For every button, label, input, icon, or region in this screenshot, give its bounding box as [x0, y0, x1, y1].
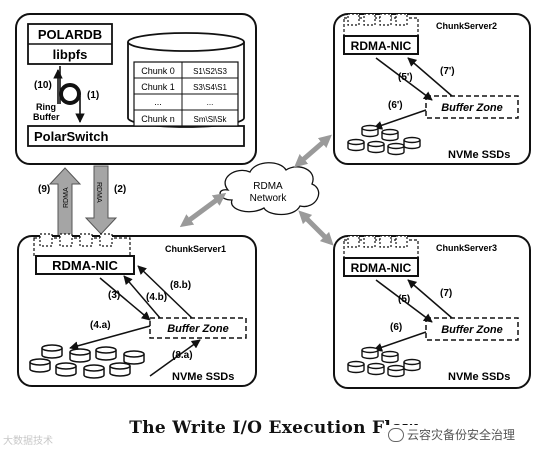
link-cs1-network — [179, 192, 227, 228]
network-label-2: Network — [250, 193, 288, 204]
figure-caption: The Write I/O Execution Flow — [129, 418, 418, 438]
chunkserver2 — [333, 13, 531, 165]
polardb-label: POLARDB — [38, 27, 102, 42]
step-1-label: (1) — [87, 90, 99, 101]
chunkserver1 — [17, 233, 257, 387]
chunk-row-2-name: ... — [154, 97, 162, 107]
step-10-label: (10) — [34, 80, 52, 91]
link-network-cs3 — [298, 210, 334, 246]
chunk-row-1-name: Chunk 1 — [141, 82, 175, 92]
cs1-step-4a: (4.a) — [90, 320, 111, 331]
network-label-1: RDMA — [253, 181, 283, 192]
chunk-row-0-servers: S1\S2\S3 — [193, 67, 227, 76]
ring-label: Ring — [36, 102, 56, 112]
chunk-row-3-name: Chunk n — [141, 114, 175, 124]
chunk-row-1-servers: S3\S4\S1 — [193, 83, 227, 92]
cs1-ssd: NVMe SSDs — [172, 371, 234, 383]
cs2-step-7: (7') — [440, 66, 455, 77]
cs1-name: ChunkServer1 — [165, 244, 226, 254]
cs2-ssd: NVMe SSDs — [448, 149, 510, 161]
cs3-buffer: Buffer Zone — [441, 324, 503, 336]
watermark-left: 大数据技术 — [3, 436, 53, 447]
cs1-buffer: Buffer Zone — [167, 323, 229, 335]
polarswitch-label: PolarSwitch — [34, 129, 108, 144]
step-2-label: (2) — [114, 184, 126, 195]
cs3-step-7: (7) — [440, 288, 452, 299]
link-network-cs2 — [294, 134, 332, 168]
buffer-label: Buffer — [33, 112, 60, 122]
chunk-row-3-servers: Sm\Sl\Sk — [194, 115, 228, 124]
cs2-buffer: Buffer Zone — [441, 102, 503, 114]
cs3-nic: RDMA-NIC — [351, 261, 412, 275]
cs1-step-8b: (8.b) — [170, 280, 191, 291]
rdma-down-text: RDMA — [95, 182, 102, 203]
libpfs-label: libpfs — [53, 47, 88, 62]
cs3-step-5: (5) — [398, 294, 410, 305]
cs2-name: ChunkServer2 — [436, 21, 497, 31]
rdma-up-text: RDMA — [63, 187, 70, 208]
chunk-row-0-name: Chunk 0 — [141, 66, 175, 76]
cs1-nic: RDMA-NIC — [52, 258, 118, 273]
wechat-icon — [388, 427, 404, 442]
cs1-step-4b: (4.b) — [146, 292, 167, 303]
cs2-nic: RDMA-NIC — [351, 39, 412, 53]
chunkserver3 — [333, 235, 531, 389]
rdma-network-cloud — [219, 162, 320, 216]
rdma-up-arrow — [48, 167, 82, 237]
chunk-row-2-servers: ... — [207, 98, 214, 107]
cs3-name: ChunkServer3 — [436, 243, 497, 253]
cs3-ssd: NVMe SSDs — [448, 371, 510, 383]
ring-buffer-icon — [59, 83, 81, 105]
cs2-step-6: (6') — [388, 100, 403, 111]
cs1-step-8a: (8.a) — [172, 350, 193, 361]
rdma-down-arrow — [84, 165, 118, 235]
cs2-step-5: (5') — [398, 72, 413, 83]
cs3-step-6: (6) — [390, 322, 402, 333]
watermark-right: 云容灾备份安全治理 — [385, 425, 519, 444]
cs1-step-3: (3) — [108, 290, 120, 301]
step-9-label: (9) — [38, 184, 50, 195]
watermark-right-text: 云容灾备份安全治理 — [407, 428, 516, 442]
